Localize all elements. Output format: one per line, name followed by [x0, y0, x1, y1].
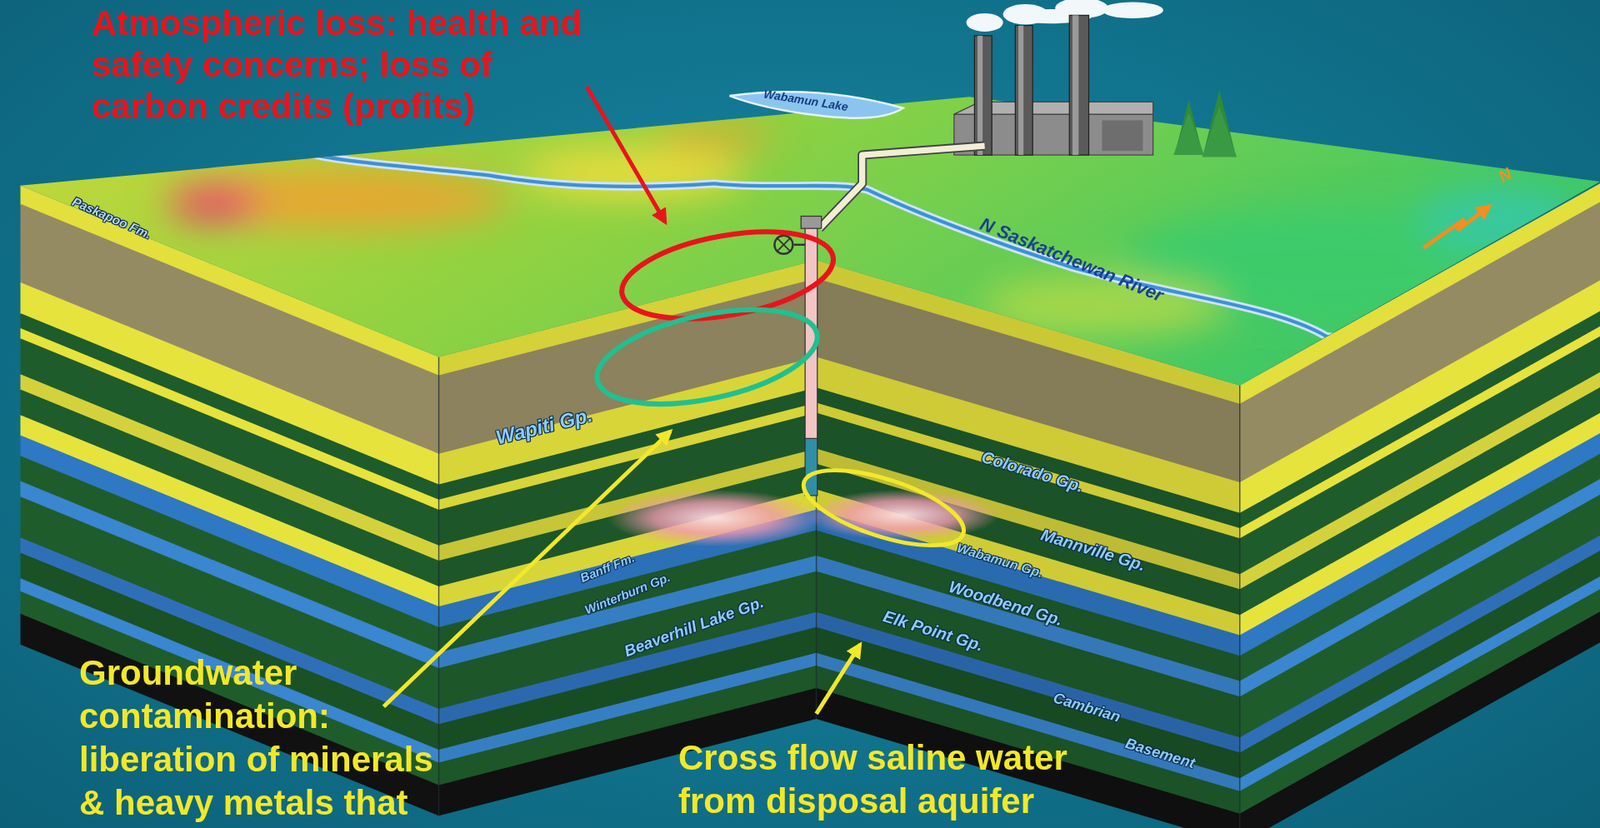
callout-text: Cross flow saline water from disposal aq…: [678, 736, 1112, 824]
callout-text: Atmospheric loss: health and safety conc…: [91, 2, 613, 128]
formation-label: Banff Fm.: [578, 550, 637, 585]
formation-label: Beaverhill Lake Gp.: [622, 594, 767, 661]
formation-label: Cambrian: [1050, 690, 1122, 726]
formation-label: Wabamun Gp.: [955, 540, 1045, 581]
formation-label: Paskapoo Fm.: [70, 195, 154, 242]
callout-text: Groundwater contamination: liberation of…: [79, 651, 459, 825]
north-label: N: [1495, 164, 1515, 186]
formation-label: Wapiti Gp.: [493, 404, 595, 450]
formation-label: Elk Point Gp.: [880, 606, 985, 655]
formation-label: Woodbend Gp.: [946, 577, 1065, 630]
formation-label: Mannville Gp.: [1039, 525, 1149, 575]
map-label: N Saskatchewan River: [977, 214, 1167, 306]
map-label: Wabamun Lake: [762, 87, 850, 114]
formation-label: Basement: [1123, 735, 1197, 773]
formation-label: Colorado Gp.: [979, 447, 1086, 496]
